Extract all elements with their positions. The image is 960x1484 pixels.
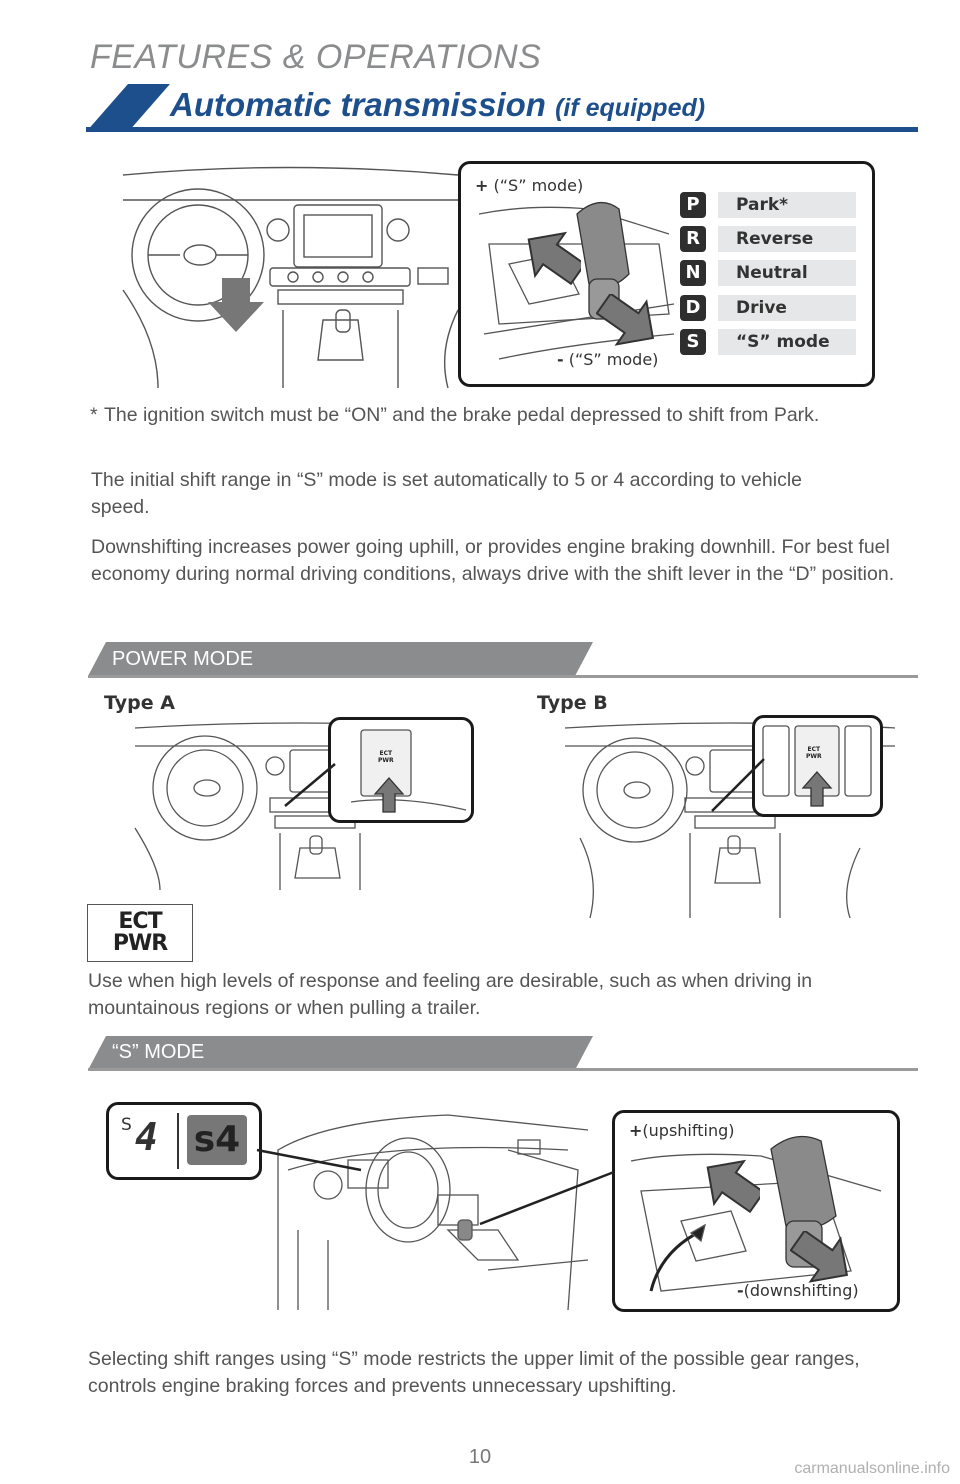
footnote: * The ignition switch must be “ON” and t… [90, 402, 890, 429]
power-mode-description: Use when high levels of response and fee… [88, 970, 813, 1019]
downshifting-paragraph: Downshifting increases power going uphil… [91, 536, 895, 585]
ect-pwr-button-icon: ECT PWR [87, 904, 193, 962]
gear-letter: R [680, 226, 706, 252]
downshifting-label: -(downshifting) [737, 1281, 859, 1300]
gear-letter: D [680, 295, 706, 321]
gear-letter: P [680, 192, 706, 218]
page-number: 10 [468, 1446, 492, 1468]
s-mode-banner-label: “S” MODE [112, 1041, 205, 1063]
minus-symbol: - [737, 1281, 744, 1300]
gear-row-park: P Park* [680, 192, 860, 218]
watermark: carmanualsonline.info [794, 1460, 950, 1477]
plus-symbol: + [475, 176, 489, 195]
s-mode-banner [88, 1036, 918, 1071]
section-title: FEATURES & OPERATIONS [90, 38, 542, 76]
upshifting-label: +(upshifting) [629, 1121, 735, 1140]
s-mode-description: Selecting shift ranges using “S” mode re… [88, 1348, 860, 1397]
gear-name: Reverse [718, 226, 856, 252]
gear-name: Neutral [718, 260, 856, 286]
type-a-label: Type A [104, 692, 175, 714]
s-indicator-callout: S 4 s4 [106, 1102, 262, 1180]
type-b-leader-line [711, 758, 765, 812]
title-suffix: (if equipped) [555, 94, 706, 122]
display-gear-digit: 4 [135, 1115, 158, 1159]
type-b-ect-button-callout: ECT PWR [752, 715, 883, 817]
gear-name: “S” mode [718, 329, 856, 355]
type-b-button-label: ECT PWR [806, 746, 822, 760]
gear-row-reverse: R Reverse [680, 226, 860, 252]
s-shifting-callout: +(upshifting) -(downshifting) [612, 1110, 900, 1312]
s-shifting-leader [479, 1170, 615, 1226]
power-mode-banner-label: POWER MODE [112, 648, 254, 670]
minus-symbol: - [557, 350, 564, 369]
dashboard-illustration [118, 160, 463, 388]
title-bar [86, 84, 918, 132]
minus-s-mode-label: - (“S” mode) [557, 350, 659, 369]
gear-name: Park* [718, 192, 856, 218]
plus-s-mode-label: + (“S” mode) [475, 176, 584, 195]
type-a-ect-button-callout: ECT PWR [328, 717, 474, 823]
gear-letter: S [680, 329, 706, 355]
type-a-leader-line [284, 763, 336, 807]
footnote-text: The ignition switch must be “ON” and the… [104, 404, 820, 426]
cabin-illustration [268, 1110, 598, 1310]
initial-range-paragraph: The initial shift range in “S” mode is s… [91, 469, 803, 518]
plus-symbol: + [629, 1121, 643, 1140]
gear-letter: N [680, 260, 706, 286]
power-mode-banner [88, 642, 918, 678]
ect-pwr-line1: ECT [118, 909, 162, 934]
display-s-letter: S [121, 1115, 132, 1135]
s-indicator-leader [256, 1148, 362, 1172]
display-divider [177, 1113, 179, 1169]
footnote-mark: * [90, 404, 98, 426]
type-a-button-label: ECT PWR [378, 750, 394, 764]
s4-indicator-badge: s4 [187, 1115, 247, 1165]
gear-row-s-mode: S “S” mode [680, 329, 860, 355]
gear-name: Drive [718, 295, 856, 321]
type-b-illustration [560, 718, 900, 918]
ect-pwr-line2: PWR [112, 931, 168, 956]
page-title: Automatic transmission (if equipped) [170, 86, 705, 124]
title-main: Automatic transmission [170, 86, 546, 123]
gear-row-neutral: N Neutral [680, 260, 860, 286]
gear-row-drive: D Drive [680, 295, 860, 321]
type-b-label: Type B [537, 692, 608, 714]
